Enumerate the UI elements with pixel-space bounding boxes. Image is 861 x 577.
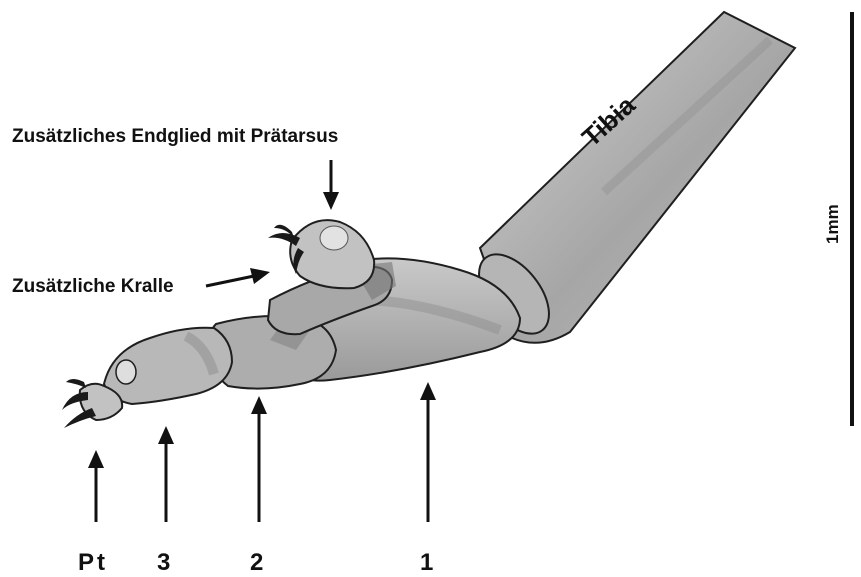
arrow-seg1 xyxy=(420,382,436,522)
arrow-extra-claw xyxy=(206,268,270,286)
arrow-pt xyxy=(88,450,104,522)
label-seg3: 3 xyxy=(157,549,170,576)
scale-label: 1mm xyxy=(823,204,842,244)
label-seg2: 2 xyxy=(250,549,263,576)
arrow-seg3 xyxy=(158,426,174,522)
extra-segment-label: Zusätzliches Endglied mit Prätarsus xyxy=(12,126,338,147)
arrow-extra-segment xyxy=(323,160,339,210)
arrow-seg2 xyxy=(251,396,267,522)
label-seg1: 1 xyxy=(420,549,433,576)
additional-terminal-segment xyxy=(290,220,374,288)
label-pt: Pt xyxy=(78,549,108,576)
tibia-segment xyxy=(465,12,795,346)
extra-claw-label: Zusätzliche Kralle xyxy=(12,276,174,297)
